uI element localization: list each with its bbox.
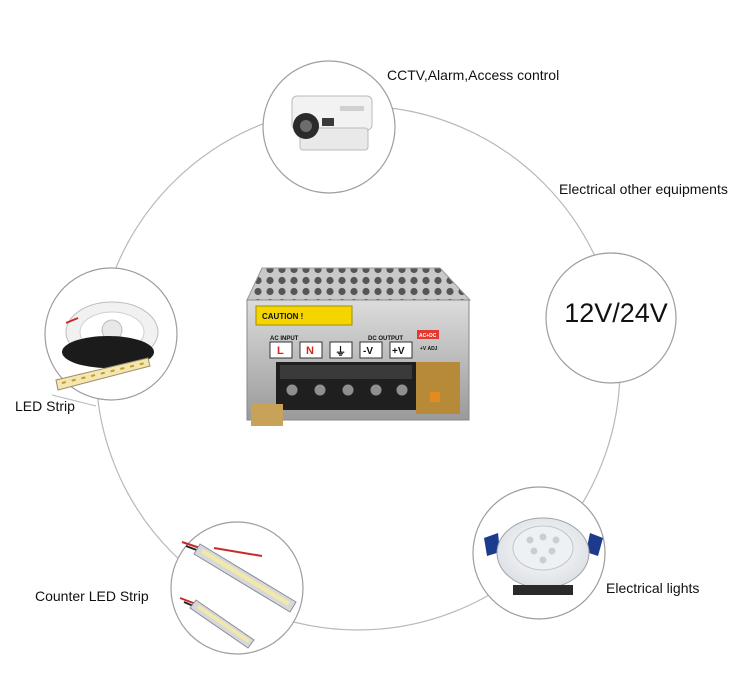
ac-input-label: AC INPUT <box>270 336 299 342</box>
aluminum-strip-icon <box>179 541 297 649</box>
power-supply-unit: CAUTION ! AC INPUT DC OUTPUT AC+DC L N ⏚… <box>246 267 472 426</box>
led-strip-bubble <box>44 267 178 401</box>
downlight-icon <box>484 517 603 595</box>
lights-bubble <box>472 486 606 620</box>
adj-label: +V ADJ <box>420 346 438 352</box>
acdc-badge: AC+DC <box>419 333 437 339</box>
cctv-camera-icon <box>291 95 373 151</box>
terminal-neg-v: -V <box>363 346 373 357</box>
terminal-pos-v: +V <box>392 346 405 357</box>
label-electrical-equipment: Electrical other equipments <box>559 181 728 197</box>
label-led-strip: LED Strip <box>15 398 75 414</box>
caution-label: CAUTION ! <box>262 312 303 321</box>
terminal-ground: ⏚ <box>335 345 346 358</box>
dc-output-label: DC OUTPUT <box>368 336 403 342</box>
leader-led-strip <box>51 394 97 407</box>
led-strip-reel-icon <box>55 301 159 391</box>
label-cctv: CCTV,Alarm,Access control <box>387 67 560 83</box>
label-electrical-lights: Electrical lights <box>606 580 700 596</box>
label-voltage: 12V/24V <box>564 298 668 328</box>
counter-strip-bubble <box>170 521 304 655</box>
terminal-l: L <box>277 345 284 357</box>
terminal-n: N <box>306 345 314 357</box>
voltage-bubble <box>545 252 677 384</box>
cctv-bubble <box>262 60 396 194</box>
label-counter-led-strip: Counter LED Strip <box>35 588 149 604</box>
